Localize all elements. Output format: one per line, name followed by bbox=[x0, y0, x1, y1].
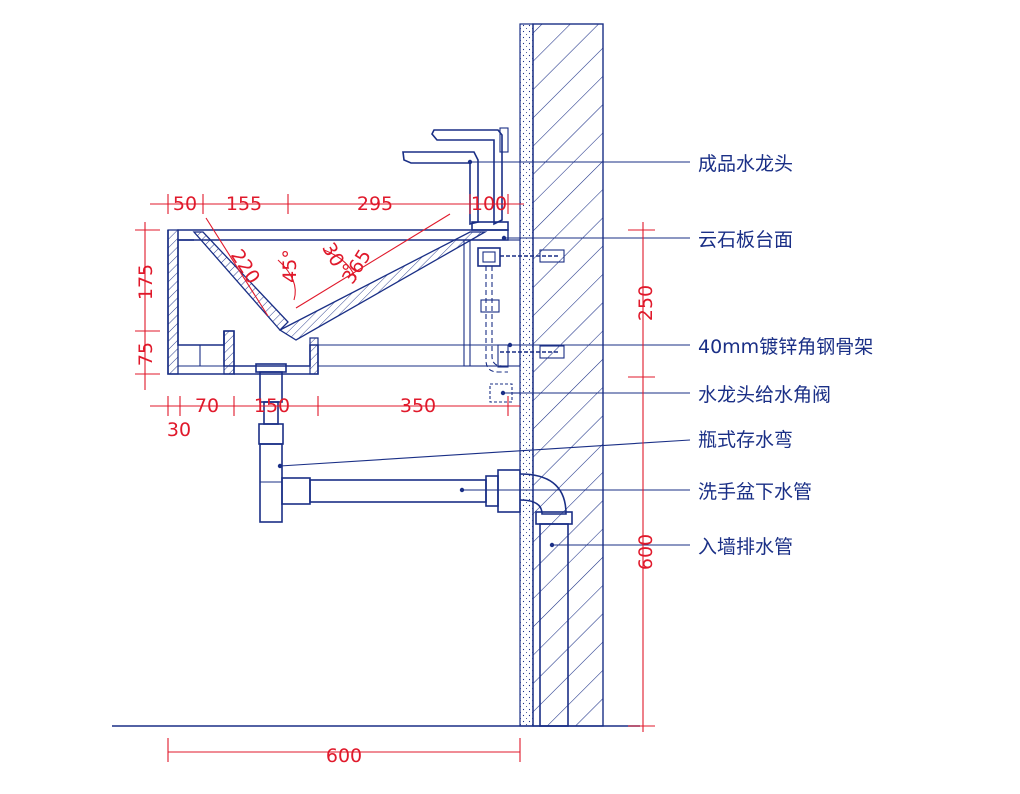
drain-pipe bbox=[281, 469, 573, 727]
label-angle-valve: 水龙头给水角阀 bbox=[698, 384, 831, 406]
dim-right-0: 250 bbox=[635, 285, 657, 321]
label-countertop: 云石板台面 bbox=[698, 229, 793, 251]
leaders bbox=[277, 159, 691, 548]
label-drain-pipe: 洗手盆下水管 bbox=[698, 481, 812, 503]
label-wall-drain: 入墙排水管 bbox=[698, 536, 793, 558]
dim-bottom-3: 350 bbox=[400, 395, 436, 417]
dim-top-1: 155 bbox=[226, 193, 262, 215]
label-bottle-trap: 瓶式存水弯 bbox=[698, 429, 793, 451]
dim-bottom-0: 30 bbox=[167, 419, 191, 441]
dim-floor: 600 bbox=[326, 745, 362, 767]
wall bbox=[519, 23, 604, 727]
faucet bbox=[402, 127, 509, 231]
callout-labels: 成品水龙头 云石板台面 40mm镀锌角钢骨架 水龙头给水角阀 瓶式存水弯 洗手盆… bbox=[698, 153, 873, 558]
dims-top: 50 155 295 100 bbox=[150, 193, 524, 215]
dims-floor: 600 bbox=[167, 738, 521, 767]
dim-left-1: 75 bbox=[135, 342, 157, 366]
label-steel-frame: 40mm镀锌角钢骨架 bbox=[698, 336, 873, 358]
dim-sink-1: 45° bbox=[279, 249, 301, 283]
dims-bottom: 30 70 150 350 bbox=[150, 395, 520, 441]
sink-basin bbox=[167, 229, 521, 375]
label-faucet: 成品水龙头 bbox=[698, 153, 793, 175]
dim-top-3: 100 bbox=[471, 193, 507, 215]
dim-left-0: 175 bbox=[135, 264, 157, 300]
dim-top-2: 295 bbox=[357, 193, 393, 215]
dim-bottom-2: 150 bbox=[254, 395, 290, 417]
dims-right: 250 600 bbox=[628, 222, 657, 732]
dim-right-1: 600 bbox=[635, 534, 657, 570]
dims-left: 175 75 bbox=[135, 222, 160, 390]
dim-top-0: 50 bbox=[173, 193, 197, 215]
dim-bottom-1: 70 bbox=[195, 395, 219, 417]
dims-sink: 220 45° 30° 365 bbox=[205, 213, 451, 317]
